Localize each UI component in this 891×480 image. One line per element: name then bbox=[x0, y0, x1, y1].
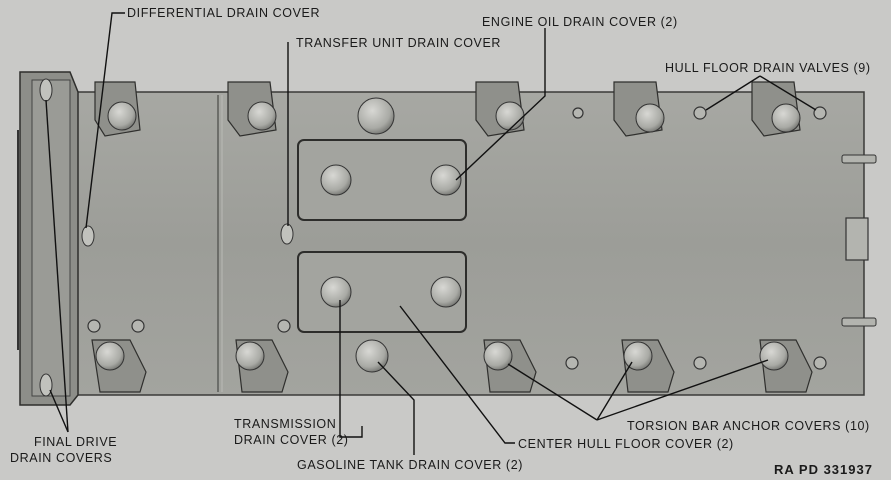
label-final-drive-line2: DRAIN COVERS bbox=[10, 451, 113, 465]
label-torsion-bar-anchor-covers: TORSION BAR ANCHOR COVERS (10) bbox=[627, 419, 870, 433]
label-center-hull-floor-cover: CENTER HULL FLOOR COVER (2) bbox=[518, 437, 734, 451]
label-hull-floor-drain-valves: HULL FLOOR DRAIN VALVES (9) bbox=[665, 61, 871, 75]
transfer-unit-drain-cover bbox=[280, 223, 294, 245]
hull-floor-plate bbox=[69, 91, 865, 396]
label-transfer-unit-drain-cover: TRANSFER UNIT DRAIN COVER bbox=[296, 36, 502, 50]
final-drive-drain-cover-top bbox=[39, 78, 53, 102]
rear-bracket bbox=[845, 217, 869, 261]
label-transmission-line2: DRAIN COVER (2) bbox=[234, 433, 349, 447]
final-drive-drain-cover-bottom bbox=[39, 373, 53, 397]
top-round-cover bbox=[357, 97, 395, 135]
leader-lines bbox=[45, 12, 817, 455]
label-final-drive-line1: FINAL DRIVE bbox=[34, 435, 118, 449]
label-engine-oil-drain-cover: ENGINE OIL DRAIN COVER (2) bbox=[482, 15, 678, 29]
differential-drain-cover bbox=[81, 225, 95, 247]
label-differential-drain-cover: DIFFERENTIAL DRAIN COVER bbox=[127, 6, 321, 20]
hull-floor-drain-valves bbox=[87, 106, 827, 370]
hull-nose-inner bbox=[31, 79, 71, 397]
center-hull-floor-cover-front bbox=[297, 139, 467, 221]
label-transmission-line1: TRANSMISSION bbox=[234, 417, 337, 431]
label-gasoline-tank-drain-cover: GASOLINE TANK DRAIN COVER (2) bbox=[297, 458, 524, 472]
reference-number: RA PD 331937 bbox=[774, 462, 873, 477]
